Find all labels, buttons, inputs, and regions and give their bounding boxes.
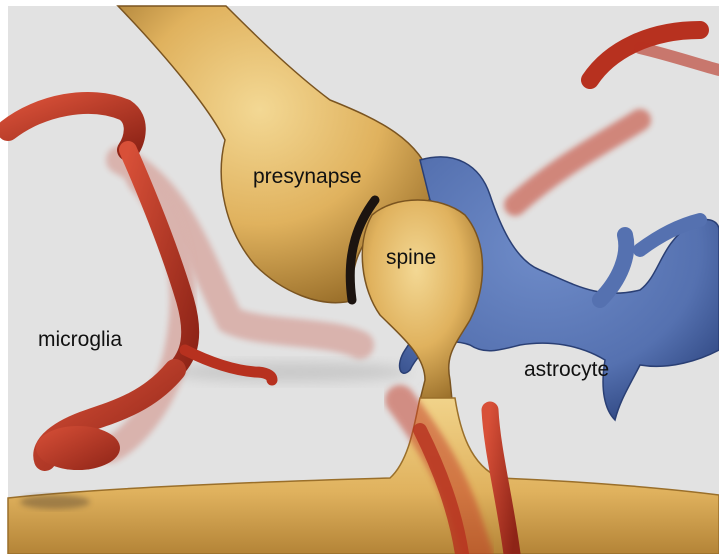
spine-label: spine: [386, 247, 436, 268]
presynapse-label: presynapse: [253, 166, 362, 187]
microglia-label: microglia: [38, 329, 122, 350]
astrocyte-label: astrocyte: [524, 359, 609, 380]
